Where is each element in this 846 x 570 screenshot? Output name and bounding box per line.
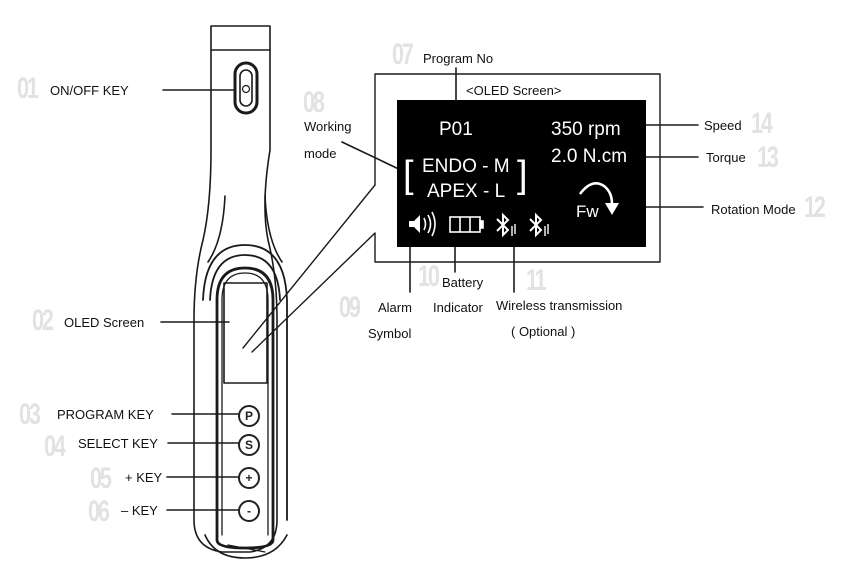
label-wireless-line1: Wireless transmission [496, 298, 623, 313]
label-alarm-line2: Symbol [368, 326, 412, 341]
callout-number-03: 03 [19, 398, 41, 431]
oled-bracket-left: [ [403, 154, 414, 196]
label-program-key: PROGRAM KEY [57, 407, 154, 422]
minus-key[interactable]: - [238, 500, 260, 522]
handpiece-base-line [227, 544, 266, 553]
oled-speed: 350 rpm [551, 119, 621, 140]
label-torque: Torque [706, 150, 746, 165]
oled-screen-caption: <OLED Screen> [466, 83, 562, 98]
oled-callout-frame [251, 73, 661, 353]
bluetooth-icon [529, 212, 549, 238]
handpiece-head-cap [210, 25, 271, 51]
rotation-arrowhead-icon [605, 203, 619, 215]
callout-number-10: 10 [418, 260, 440, 293]
speaker-icon [409, 211, 436, 237]
oled-program-number: P01 [439, 119, 473, 140]
oled-mode-line2: APEX - L [427, 181, 506, 202]
oled-bracket-right: ] [517, 154, 528, 196]
callout-number-12: 12 [804, 191, 826, 224]
on-off-key-outer [233, 61, 259, 115]
program-key[interactable]: P [238, 405, 260, 427]
callout-number-05: 05 [90, 462, 112, 495]
callout-number-08: 08 [303, 86, 325, 119]
grip-arch-inner [209, 254, 281, 301]
oled-screen-panel [397, 100, 646, 247]
callout-number-01: 01 [17, 72, 39, 105]
label-program-no: Program No [423, 51, 494, 66]
label-alarm-line1: Alarm [378, 300, 412, 315]
callout-number-09: 09 [339, 291, 361, 324]
label-plus-key: + KEY [125, 470, 163, 485]
device-oled-window [223, 282, 268, 384]
callout-number-06: 06 [88, 495, 110, 528]
grip-arch-outer [202, 244, 288, 521]
callout-number-04: 04 [44, 430, 66, 463]
body-curve-right [264, 195, 283, 263]
leader-working-mode [341, 141, 406, 173]
callout-number-07: 07 [392, 38, 414, 71]
body-curve-left [207, 195, 226, 263]
on-off-key-inner [239, 69, 253, 107]
oled-mode-line1: ENDO - M [422, 156, 510, 177]
display-pocket [215, 266, 275, 550]
bluetooth-icon [496, 212, 516, 238]
label-minus-key: – KEY [121, 503, 158, 518]
rotation-arrow-icon [578, 182, 614, 205]
label-working-mode-line1: Working [304, 119, 352, 134]
callout-number-11: 11 [526, 264, 547, 297]
label-oled-screen: OLED Screen [64, 315, 145, 330]
label-select-key: SELECT KEY [78, 436, 158, 451]
handpiece-outline [193, 49, 278, 553]
label-speed: Speed [704, 118, 742, 133]
handpiece-base-curve [204, 534, 288, 559]
label-battery-line1: Battery [442, 275, 484, 290]
oled-callout-pointer [242, 184, 376, 349]
plus-key[interactable]: + [238, 467, 260, 489]
callout-number-02: 02 [32, 304, 54, 337]
label-on-off-key: ON/OFF KEY [50, 83, 129, 98]
on-off-key-dot [241, 84, 251, 94]
oled-rotation-mode: Fw [576, 202, 599, 221]
select-key[interactable]: S [238, 434, 260, 456]
callout-number-14: 14 [751, 107, 773, 140]
oled-torque: 2.0 N.cm [551, 146, 628, 167]
display-pocket-inner [221, 272, 269, 536]
label-working-mode-line2: mode [304, 146, 337, 161]
label-battery-line2: Indicator [433, 300, 483, 315]
label-rotation-mode: Rotation Mode [711, 202, 796, 217]
callout-number-13: 13 [757, 141, 779, 174]
battery-icon [449, 216, 484, 233]
label-wireless-line2: ( Optional ) [511, 324, 576, 339]
